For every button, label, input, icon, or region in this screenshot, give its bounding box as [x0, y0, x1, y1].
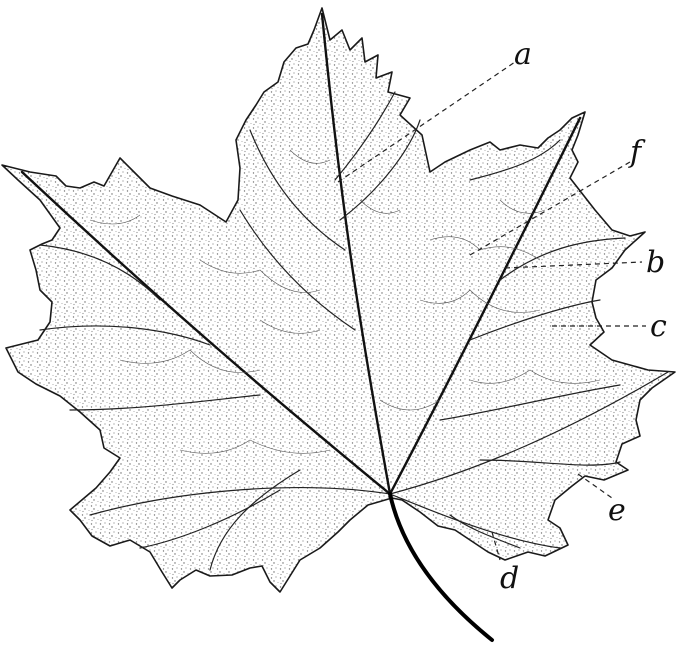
label-d: d [500, 561, 519, 596]
leaf-blade [2, 8, 675, 592]
label-a: a [514, 37, 532, 72]
label-f: f [628, 135, 646, 170]
label-e: e [608, 493, 626, 528]
label-e-group: e [578, 474, 626, 528]
label-b: b [646, 245, 665, 280]
label-c: c [650, 309, 667, 344]
leaf-illustration [2, 8, 675, 640]
